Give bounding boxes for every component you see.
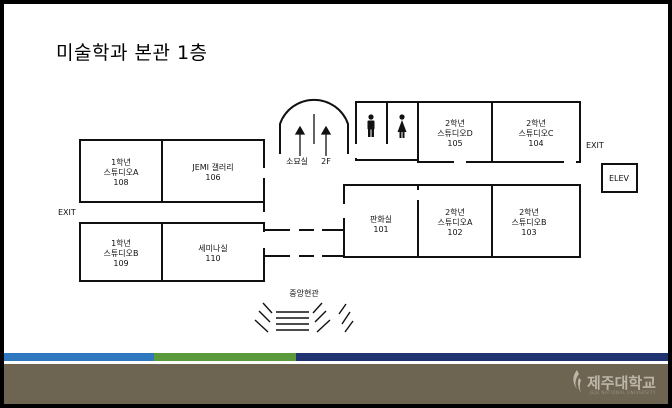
room-108-label-2: 스튜디오A: [104, 168, 139, 177]
room-103-label-1: 2학년: [519, 207, 539, 217]
entrance-label: 중앙현관: [289, 288, 319, 298]
university-name: 제주대학교: [586, 373, 656, 392]
room-110-label: 세미나실: [198, 243, 227, 253]
stripe-navy: [296, 353, 668, 361]
floor-plan-slide: 미술학과 본관 1층: [4, 4, 668, 404]
room-108-number: 108: [113, 178, 128, 187]
room-104-label-1: 2학년: [526, 118, 546, 128]
room-105-number: 105: [447, 139, 462, 148]
dome-outline: [279, 98, 349, 154]
room-102-number: 102: [447, 228, 462, 237]
university-emblem-icon: [573, 370, 581, 393]
room-106-number: 106: [205, 173, 220, 182]
room-105-label-2: 스튜디오D: [437, 129, 473, 138]
up-arrow-icon: [294, 114, 332, 156]
university-logo: 제주대학교: [569, 368, 656, 396]
room-104-number: 104: [528, 139, 543, 148]
room-101-label: 판화실: [370, 214, 392, 224]
elevator-outline: [601, 163, 638, 193]
page-title: 미술학과 본관 1층: [56, 42, 208, 64]
footer-band: [4, 364, 668, 404]
elevator-label: ELEV: [609, 174, 630, 183]
exit-right-label: EXIT: [586, 141, 604, 150]
room-102-label-1: 2학년: [445, 207, 465, 217]
entrance-steps: [254, 302, 354, 333]
female-restroom-icon: [397, 114, 407, 138]
room-104-outline: [491, 101, 581, 163]
room-106-label: JEMI 갤러리: [191, 162, 233, 172]
stripe-blue: [4, 353, 154, 361]
floor-plan: 1학년 스튜디오A 108 JEMI 갤러리 106 1학년 스튜디오B 109…: [58, 98, 638, 333]
exit-left-label: EXIT: [58, 208, 76, 217]
room-101-number: 101: [373, 225, 388, 234]
room-103-label-2: 스튜디오B: [512, 218, 547, 227]
room-110-number: 110: [205, 254, 220, 263]
room-109-label-1: 1학년: [111, 238, 131, 248]
sojo-label: 소묘실: [286, 156, 308, 166]
room-102-label-2: 스튜디오A: [438, 218, 473, 227]
university-name-english: JEJU NATIONAL UNIVERSITY: [589, 390, 656, 395]
second-floor-label: 2F: [321, 157, 331, 166]
room-103-outline: [491, 184, 581, 258]
room-105-label-1: 2학년: [445, 118, 465, 128]
stripe-green: [154, 353, 296, 361]
room-108-label-1: 1학년: [111, 157, 131, 167]
room-103-number: 103: [521, 228, 536, 237]
room-110-outline: [161, 222, 265, 282]
male-restroom-icon: [367, 114, 375, 137]
room-104-label-2: 스튜디오C: [518, 129, 553, 138]
room-109-number: 109: [113, 259, 128, 268]
room-109-label-2: 스튜디오B: [104, 249, 139, 258]
